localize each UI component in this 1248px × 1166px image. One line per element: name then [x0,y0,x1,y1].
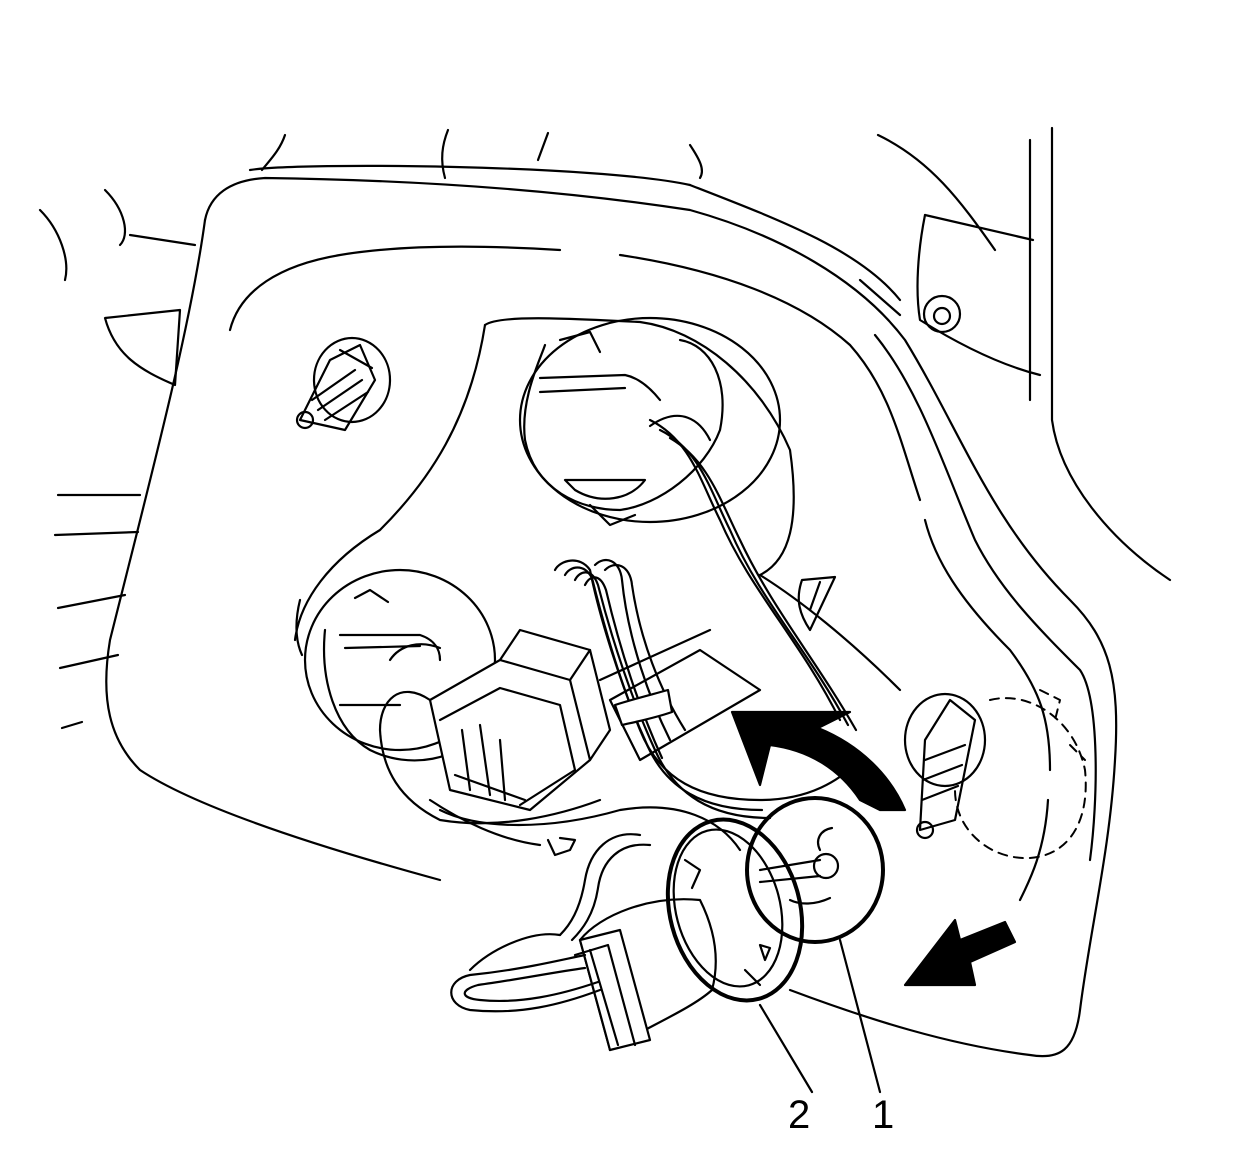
removal-arrow [903,918,1017,987]
rotation-arrow [730,710,907,812]
leader-line-callout-1 [838,938,882,1094]
bulb-removed [745,796,885,944]
upper-bulb-socket [518,316,782,527]
vehicle-body-panel [38,126,1172,730]
callout-1-label: 1 [872,1093,895,1137]
leader-line-callout-2 [758,1003,814,1094]
bulb-socket-removed [573,817,805,1052]
mounting-screw-upper-left [295,336,392,432]
hidden-socket-outline [954,697,1087,860]
mounting-screw-lower-right [903,692,987,840]
center-wire-bundle [553,558,862,820]
callout-2-label: 2 [788,1093,811,1137]
lamp-housing [105,176,1118,1058]
hidden-socket-tab [1039,689,1086,761]
electrical-connector [428,628,762,812]
upper-socket-wires [648,414,858,732]
removed-socket-wires [450,833,652,1013]
connector-wires [378,643,742,857]
